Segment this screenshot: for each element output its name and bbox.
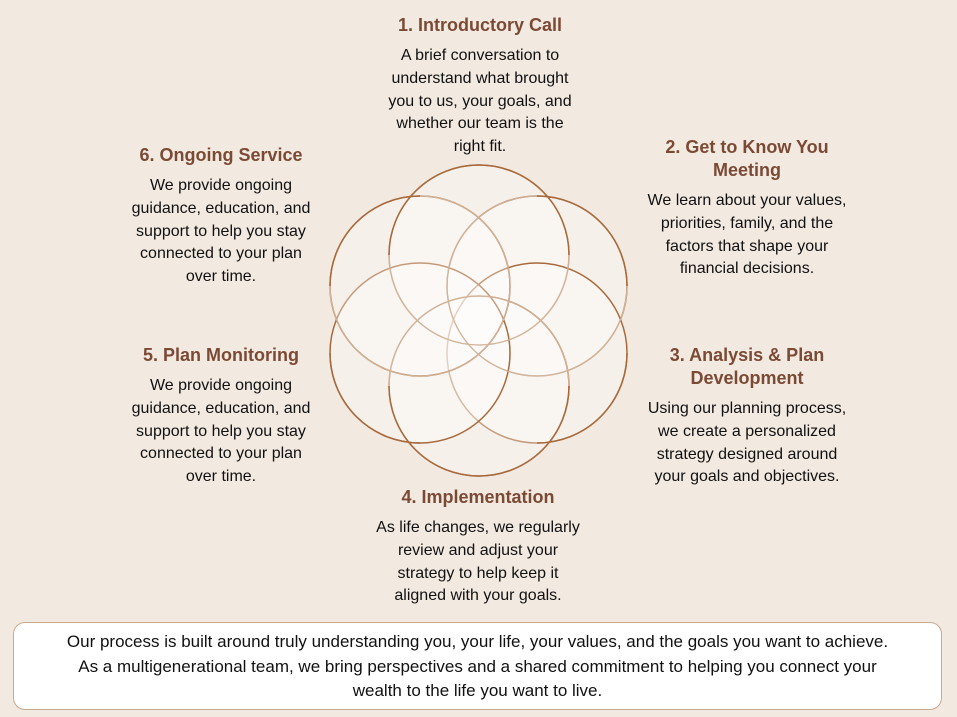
step-description-line: review and adjust your xyxy=(397,541,559,559)
step-description-line: We provide ongoing xyxy=(149,177,293,194)
step-title: 3. Analysis & Plan Development xyxy=(636,344,858,390)
step-title-line: 2. Get to Know You xyxy=(665,137,829,157)
circle-outlines-front xyxy=(329,164,628,477)
step-title: 6. Ongoing Service xyxy=(139,145,303,165)
step-introductory-call: 1. Introductory Call A brief conversatio… xyxy=(370,14,590,159)
arc-bottom xyxy=(388,385,570,477)
step-description-line: connected to your plan xyxy=(140,245,302,263)
step-description-line: priorities, family, and the xyxy=(660,214,834,232)
step-description-line: support to help you stay xyxy=(136,422,306,440)
step-description-line: We provide ongoing xyxy=(149,377,293,394)
step-get-to-know-you: 2. Get to Know You Meeting We learn abou… xyxy=(636,136,858,281)
arc-lower-left xyxy=(329,352,421,444)
step-description-line: support to help you stay xyxy=(136,222,306,240)
step-description-line: you to us, your goals, and xyxy=(388,92,572,110)
step-description: Using our planning process, we create a … xyxy=(636,398,858,489)
summary-line: wealth to the life you want to live. xyxy=(352,681,603,700)
summary-line: Our process is built around truly unders… xyxy=(66,632,889,651)
circle-upper-left xyxy=(329,195,511,377)
step-description: A brief conversation to understand what … xyxy=(370,45,590,159)
circle-group xyxy=(329,164,628,477)
step-description: We learn about your values, priorities, … xyxy=(636,190,858,281)
step-title-line: 3. Analysis & Plan xyxy=(669,345,825,365)
step-analysis-plan-development: 3. Analysis & Plan Development Using our… xyxy=(636,344,858,489)
step-description-line: We learn about your values, xyxy=(647,192,847,209)
step-description-line: over time. xyxy=(185,268,257,286)
step-title-line: Meeting xyxy=(712,160,781,180)
step-title: 5. Plan Monitoring xyxy=(143,345,299,365)
step-title: 4. Implementation xyxy=(401,487,555,507)
summary-box: Our process is built around truly unders… xyxy=(13,622,942,710)
step-description-line: As life changes, we regularly xyxy=(376,519,580,536)
step-description: We provide ongoing guidance, education, … xyxy=(110,375,332,489)
step-description-line: connected to your plan xyxy=(140,445,302,463)
arc-upper-right xyxy=(536,195,628,287)
step-description-line: we create a personalized xyxy=(658,422,836,440)
step-description-line: Using our planning process, xyxy=(647,400,847,417)
step-title: 1. Introductory Call xyxy=(397,15,563,35)
step-description-line: A brief conversation to xyxy=(400,47,560,64)
step-description: As life changes, we regularly review and… xyxy=(360,517,596,608)
step-description-line: factors that shape your xyxy=(665,237,829,255)
step-plan-monitoring: 5. Plan Monitoring We provide ongoing gu… xyxy=(110,344,332,489)
summary-line: As a multigenerational team, we bring pe… xyxy=(78,656,877,676)
step-implementation: 4. Implementation As life changes, we re… xyxy=(360,486,596,608)
step-description: We provide ongoing guidance, education, … xyxy=(110,175,332,289)
arc-top xyxy=(388,164,570,256)
step-description-line: over time. xyxy=(185,468,257,486)
step-description-line: strategy to help keep it xyxy=(397,564,559,582)
step-description-line: guidance, education, and xyxy=(131,199,311,217)
step-description-line: aligned with your goals. xyxy=(394,587,562,605)
step-description-line: strategy designed around xyxy=(656,445,838,463)
step-title-line: Development xyxy=(690,368,804,388)
step-description-line: guidance, education, and xyxy=(131,399,311,417)
step-description-line: right fit. xyxy=(453,138,507,156)
arc-lower-right xyxy=(536,352,628,444)
step-description-line: whether our team is the xyxy=(396,115,564,133)
step-title: 2. Get to Know You Meeting xyxy=(636,136,858,182)
arc-upper-left xyxy=(329,195,421,287)
step-description-line: financial decisions. xyxy=(679,260,815,278)
step-ongoing-service: 6. Ongoing Service We provide ongoing gu… xyxy=(110,144,332,289)
step-description-line: your goals and objectives. xyxy=(654,468,840,486)
step-description-line: understand what brought xyxy=(391,69,569,87)
